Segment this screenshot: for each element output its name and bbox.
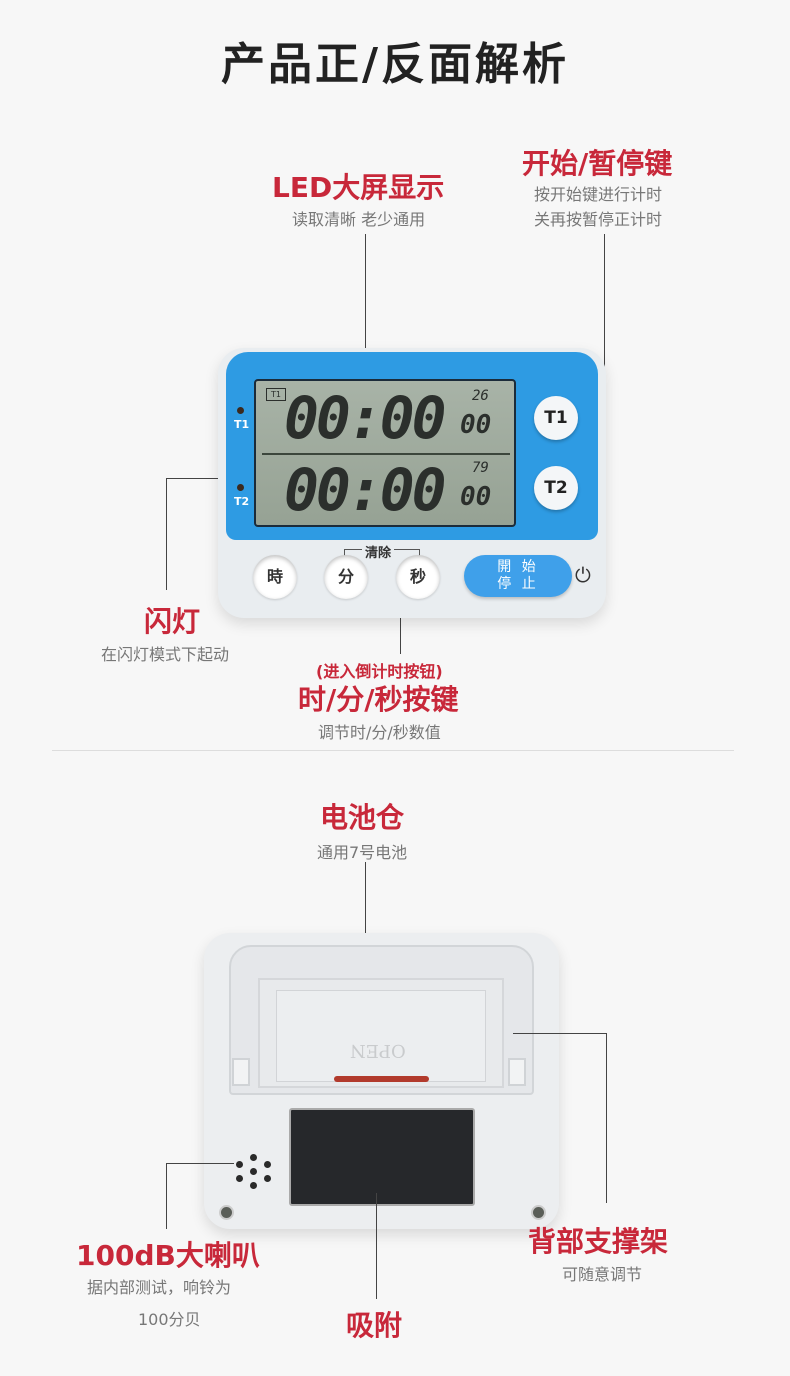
speaker-hole — [264, 1161, 271, 1168]
section-divider — [52, 750, 734, 751]
stand-sub: 可随意调节 — [562, 1265, 643, 1284]
led-sub: 读取清晰 老少通用 — [292, 210, 426, 229]
t2-button[interactable]: T2 — [534, 466, 578, 510]
speaker-hole — [250, 1182, 257, 1189]
t2-led-label: T2 — [234, 495, 250, 508]
t2-led-icon — [237, 484, 244, 491]
speaker-title: 100dB大喇叭 — [76, 1239, 260, 1272]
start-stop-sub1: 按开始键进行计时 — [534, 185, 663, 204]
t1-led-label: T1 — [234, 418, 250, 431]
page-title: 产品正/反面解析 — [220, 39, 570, 90]
flash-sub: 在闪灯模式下起动 — [101, 645, 230, 664]
led-title: LED大屏显示 — [272, 171, 445, 204]
start-label: 開 始 — [497, 559, 539, 575]
speaker-hole — [250, 1168, 257, 1175]
speaker-pointer-line — [166, 1163, 167, 1229]
second-button[interactable]: 秒 — [396, 555, 440, 599]
timer1-seconds: 00 — [460, 410, 492, 440]
speaker-hole — [264, 1175, 271, 1182]
clear-label: 清除 — [362, 542, 395, 561]
screw-left — [219, 1205, 234, 1220]
power-icon: ⏻ — [575, 563, 591, 587]
screw-right — [531, 1205, 546, 1220]
speaker-sub1: 据内部测试，响铃为 — [87, 1278, 232, 1297]
t1-button[interactable]: T1 — [534, 396, 578, 440]
battery-sub: 通用7号电池 — [317, 843, 408, 862]
speaker-pointer-tick — [166, 1163, 234, 1164]
battery-title: 电池仓 — [320, 801, 405, 834]
time-keys-title: 时/分/秒按键 — [298, 683, 459, 716]
start-stop-sub2: 关再按暂停正计时 — [534, 210, 663, 229]
time-keys-note: (进入倒计时按钮) — [316, 662, 443, 681]
timer1-display: 00:00 — [284, 384, 447, 452]
time-keys-pointer-line — [400, 610, 401, 654]
flash-pointer-line — [166, 478, 167, 590]
magnet-title: 吸附 — [346, 1309, 403, 1342]
stand-hinge-left — [232, 1058, 250, 1086]
lcd-divider — [262, 453, 510, 455]
t1-led-icon — [237, 407, 244, 414]
speaker-hole — [250, 1154, 257, 1161]
hour-button[interactable]: 時 — [253, 555, 297, 599]
magnet-pointer-line — [376, 1193, 377, 1299]
stop-label: 停 止 — [497, 576, 539, 592]
timer2-seconds: 00 — [460, 482, 492, 512]
start-stop-title: 开始/暂停键 — [522, 147, 673, 180]
timer1-small-readout: 26 — [472, 388, 489, 404]
flash-title: 闪灯 — [144, 605, 201, 638]
time-keys-sub: 调节时/分/秒数值 — [318, 723, 441, 742]
stand-pointer-line — [606, 1033, 607, 1203]
led-pointer-line — [365, 234, 366, 368]
timer2-display: 00:00 — [284, 456, 447, 524]
battery-slot — [334, 1076, 429, 1082]
battery-cover-text: OPEN — [350, 1040, 406, 1061]
speaker-sub2: 100分贝 — [138, 1310, 201, 1329]
stand-hinge-right — [508, 1058, 526, 1086]
battery-cover-inner — [276, 990, 486, 1082]
lcd-t1-indicator: T1 — [266, 388, 286, 401]
stand-title: 背部支撑架 — [528, 1225, 669, 1258]
start-stop-button[interactable]: 開 始 停 止 — [464, 555, 572, 597]
speaker-hole — [236, 1175, 243, 1182]
speaker-hole — [236, 1161, 243, 1168]
minute-button[interactable]: 分 — [324, 555, 368, 599]
timer2-small-readout: 79 — [472, 460, 489, 476]
magnet-plate — [289, 1108, 475, 1206]
stand-pointer-tick — [513, 1033, 607, 1034]
flash-pointer-tick — [166, 478, 226, 479]
